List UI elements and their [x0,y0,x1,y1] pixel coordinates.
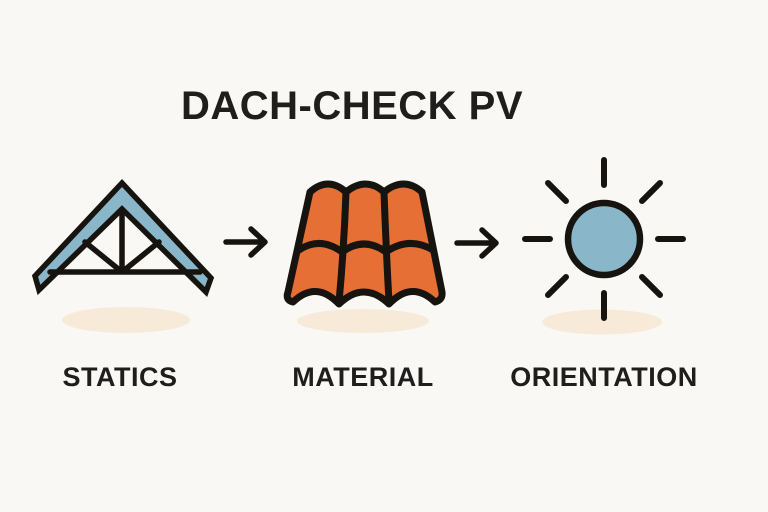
sun-disc [564,199,644,279]
truss-top-chord [31,178,215,297]
step-label-orientation: ORIENTATION [510,362,698,392]
roof-truss-icon [31,178,215,333]
sun-icon [522,157,686,335]
right-arrow-icon [454,227,499,259]
tiles-dividers [295,188,437,306]
step-label-statics: STATICS [62,362,178,392]
sun-rays [522,157,686,321]
tiles-shadow [297,309,429,333]
right-arrow-icon [223,226,268,258]
page-title: DACH-CHECK PV [180,84,524,128]
truss-shadow [62,307,190,333]
truss-web-members [47,207,203,275]
sun-shadow [542,309,662,335]
step-label-material: MATERIAL [292,362,434,392]
roof-tiles-icon [283,180,446,333]
